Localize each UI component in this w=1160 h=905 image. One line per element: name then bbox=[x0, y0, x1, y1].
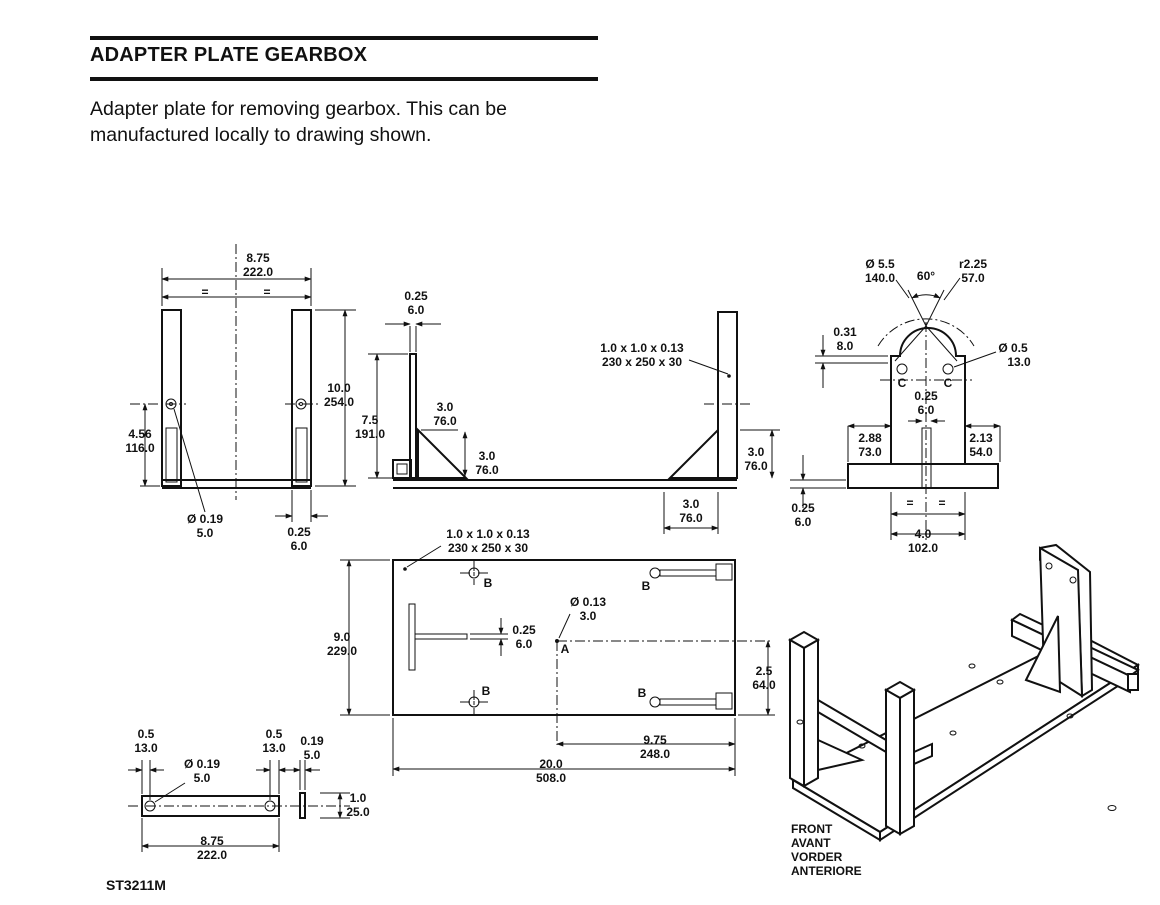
strap-hole-in: Ø 0.19 bbox=[184, 757, 220, 771]
front-plate-mm: 6.0 bbox=[291, 539, 308, 553]
end-slot-in: 0.25 bbox=[914, 389, 938, 403]
plan-offset-in: 2.5 bbox=[756, 664, 773, 678]
front-eq-left: = bbox=[201, 285, 208, 299]
strap-hole-mm: 5.0 bbox=[194, 771, 211, 785]
end-hole-in: Ø 0.5 bbox=[998, 341, 1028, 355]
title-rule bbox=[90, 77, 598, 81]
side-right-h-in: 3.0 bbox=[748, 445, 765, 459]
plan-offset-mm: 64.0 bbox=[752, 678, 776, 692]
side-gusset-h-mm: 76.0 bbox=[475, 463, 499, 477]
end-hole-mm: 13.0 bbox=[1007, 355, 1031, 369]
page-title: ADAPTER PLATE GEARBOX bbox=[90, 44, 368, 66]
front-height-in: 10.0 bbox=[327, 381, 351, 395]
end-right-w-in: 2.13 bbox=[969, 431, 993, 445]
plan-hole-mm: 3.0 bbox=[580, 609, 597, 623]
iso-front-label-2: AVANT bbox=[791, 836, 831, 850]
plan-label-b-3: B bbox=[482, 684, 491, 698]
strap-end-l-in: 0.5 bbox=[138, 727, 155, 741]
end-dia-mm: 140.0 bbox=[865, 271, 895, 285]
front-view: 8.75 222.0 = = 10.0 254.0 4.56 116.0 Ø 0… bbox=[125, 244, 356, 553]
end-angle: 60° bbox=[917, 269, 935, 283]
plan-bar-mm: 6.0 bbox=[516, 637, 533, 651]
end-left-w-in: 2.88 bbox=[858, 431, 882, 445]
front-eq-right: = bbox=[263, 285, 270, 299]
front-hole-height-mm: 116.0 bbox=[125, 441, 155, 455]
side-height-in: 7.5 bbox=[362, 413, 379, 427]
front-width-in: 8.75 bbox=[246, 251, 270, 265]
strap-length-mm: 222.0 bbox=[197, 848, 227, 862]
end-width-in: 4.0 bbox=[915, 527, 932, 541]
plan-tube-in: 1.0 x 1.0 x 0.13 bbox=[446, 527, 530, 541]
end-base-in: 0.25 bbox=[791, 501, 815, 515]
side-gusset-w-mm: 76.0 bbox=[433, 414, 457, 428]
end-slot-mm: 6.0 bbox=[918, 403, 935, 417]
plan-half-in: 9.75 bbox=[643, 733, 667, 747]
strap-height-mm: 25.0 bbox=[346, 805, 370, 819]
front-hole-dia-in: Ø 0.19 bbox=[187, 512, 223, 526]
side-right-h-mm: 76.0 bbox=[744, 459, 768, 473]
plan-length-in: 20.0 bbox=[539, 757, 563, 771]
strap-height-in: 1.0 bbox=[350, 791, 367, 805]
plan-half-mm: 248.0 bbox=[640, 747, 670, 761]
plan-label-b-1: B bbox=[484, 576, 493, 590]
side-bottom-w-mm: 76.0 bbox=[679, 511, 703, 525]
strap-view: 0.5 13.0 0.5 13.0 Ø 0.19 5.0 0.19 5.0 1.… bbox=[128, 727, 370, 862]
plan-length-mm: 508.0 bbox=[536, 771, 566, 785]
end-width-mm: 102.0 bbox=[908, 541, 938, 555]
end-radius-in: r2.25 bbox=[959, 257, 987, 271]
end-radius-mm: 57.0 bbox=[961, 271, 985, 285]
front-width-mm: 222.0 bbox=[243, 265, 273, 279]
top-rule bbox=[90, 36, 598, 40]
front-plate-in: 0.25 bbox=[287, 525, 311, 539]
strap-end-r-mm: 13.0 bbox=[262, 741, 286, 755]
iso-front-label-4: ANTERIORE bbox=[791, 864, 862, 878]
end-depth-in: 0.31 bbox=[833, 325, 857, 339]
end-label-c-right: C bbox=[944, 376, 953, 390]
end-left-w-mm: 73.0 bbox=[858, 445, 882, 459]
strap-end-l-mm: 13.0 bbox=[134, 741, 158, 755]
front-hole-height-in: 4.56 bbox=[128, 427, 152, 441]
plan-bar-in: 0.25 bbox=[512, 623, 536, 637]
end-view: Ø 5.5 140.0 60° r2.25 57.0 0.31 8.0 Ø 0.… bbox=[790, 257, 1031, 555]
figure-code: ST3211M bbox=[106, 877, 166, 893]
strap-length-in: 8.75 bbox=[200, 834, 224, 848]
iso-front-label-1: FRONT bbox=[791, 822, 833, 836]
strap-thick-mm: 5.0 bbox=[304, 748, 321, 762]
plan-hole-in: Ø 0.13 bbox=[570, 595, 606, 609]
side-gusset-h-in: 3.0 bbox=[479, 449, 496, 463]
strap-thick-in: 0.19 bbox=[300, 734, 324, 748]
description-text: Adapter plate for removing gearbox. This… bbox=[90, 98, 507, 146]
plan-width-in: 9.0 bbox=[334, 630, 351, 644]
end-label-c-left: C bbox=[898, 376, 907, 390]
plan-label-b-2: B bbox=[642, 579, 651, 593]
end-base-mm: 6.0 bbox=[795, 515, 812, 529]
end-eq-right: = bbox=[938, 496, 945, 510]
end-depth-mm: 8.0 bbox=[837, 339, 854, 353]
end-eq-left: = bbox=[906, 496, 913, 510]
side-thick-in: 0.25 bbox=[404, 289, 428, 303]
plan-label-b-4: B bbox=[638, 686, 647, 700]
side-tube-mm: 230 x 250 x 30 bbox=[602, 355, 682, 369]
plan-view: 1.0 x 1.0 x 0.13 230 x 250 x 30 9.0 229.… bbox=[327, 527, 776, 785]
side-height-mm: 191.0 bbox=[355, 427, 385, 441]
iso-front-label-3: VORDER bbox=[791, 850, 843, 864]
plan-label-a: A bbox=[561, 642, 570, 656]
side-thick-mm: 6.0 bbox=[408, 303, 425, 317]
side-gusset-w-in: 3.0 bbox=[437, 400, 454, 414]
side-tube-in: 1.0 x 1.0 x 0.13 bbox=[600, 341, 684, 355]
front-hole-dia-mm: 5.0 bbox=[197, 526, 214, 540]
end-dia-in: Ø 5.5 bbox=[865, 257, 895, 271]
strap-end-r-in: 0.5 bbox=[266, 727, 283, 741]
isometric-view: FRONT AVANT VORDER ANTERIORE bbox=[787, 543, 1140, 878]
end-right-w-mm: 54.0 bbox=[969, 445, 993, 459]
plan-width-mm: 229.0 bbox=[327, 644, 357, 658]
plan-tube-mm: 230 x 250 x 30 bbox=[448, 541, 528, 555]
side-bottom-w-in: 3.0 bbox=[683, 497, 700, 511]
front-height-mm: 254.0 bbox=[324, 395, 354, 409]
side-view: 0.25 6.0 7.5 191.0 3.0 76.0 3.0 76.0 1.0… bbox=[355, 289, 780, 534]
